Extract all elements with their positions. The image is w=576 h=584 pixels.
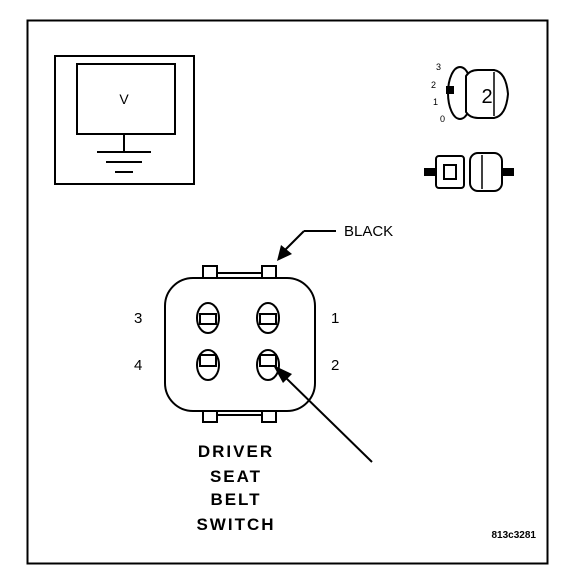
pin-label-3: 3 — [134, 310, 142, 327]
key-head — [465, 69, 510, 119]
black-arrowhead — [277, 245, 292, 261]
voltmeter-label: V — [119, 91, 129, 107]
connector-latch — [443, 164, 457, 180]
figure-id: 813c3281 — [492, 530, 537, 541]
pin-label-1: 1 — [331, 310, 339, 327]
title-line-seat: SEAT — [210, 467, 262, 486]
ignition-position-2: 2 — [431, 80, 436, 90]
key-position-label: 2 — [481, 86, 492, 108]
lock-indicator — [446, 86, 454, 94]
ignition-position-1: 1 — [433, 97, 438, 107]
title-line-driver: DRIVER — [198, 442, 274, 461]
disconnected-connector-icon — [424, 152, 514, 192]
pin-label-2: 2 — [331, 357, 339, 374]
title-line-switch: SWITCH — [196, 515, 275, 534]
black-leader-diag — [283, 230, 305, 252]
pin-cavity-4 — [196, 349, 220, 381]
pin-cavity-1 — [256, 302, 280, 334]
probe-arrow-line — [283, 375, 373, 463]
title-line-belt: BELT — [210, 490, 261, 509]
probe-arrowhead — [273, 365, 292, 383]
connector-wire-right — [502, 168, 514, 176]
connector-color-label: BLACK — [344, 223, 393, 240]
pin-cavity-2 — [256, 349, 280, 381]
connector-wire-left — [424, 168, 435, 176]
ignition-position-0: 0 — [440, 114, 445, 124]
pin-cavity-3 — [196, 302, 220, 334]
connector-body — [164, 277, 316, 412]
ignition-position-3: 3 — [436, 62, 441, 72]
seat-belt-switch-connector — [164, 265, 316, 423]
voltmeter-icon: V — [54, 55, 195, 185]
connector-half-right — [469, 152, 503, 192]
ignition-key-position-2-icon: 3 2 1 0 2 — [431, 62, 510, 124]
pin-label-4: 4 — [134, 357, 142, 374]
voltmeter-display — [76, 63, 176, 135]
